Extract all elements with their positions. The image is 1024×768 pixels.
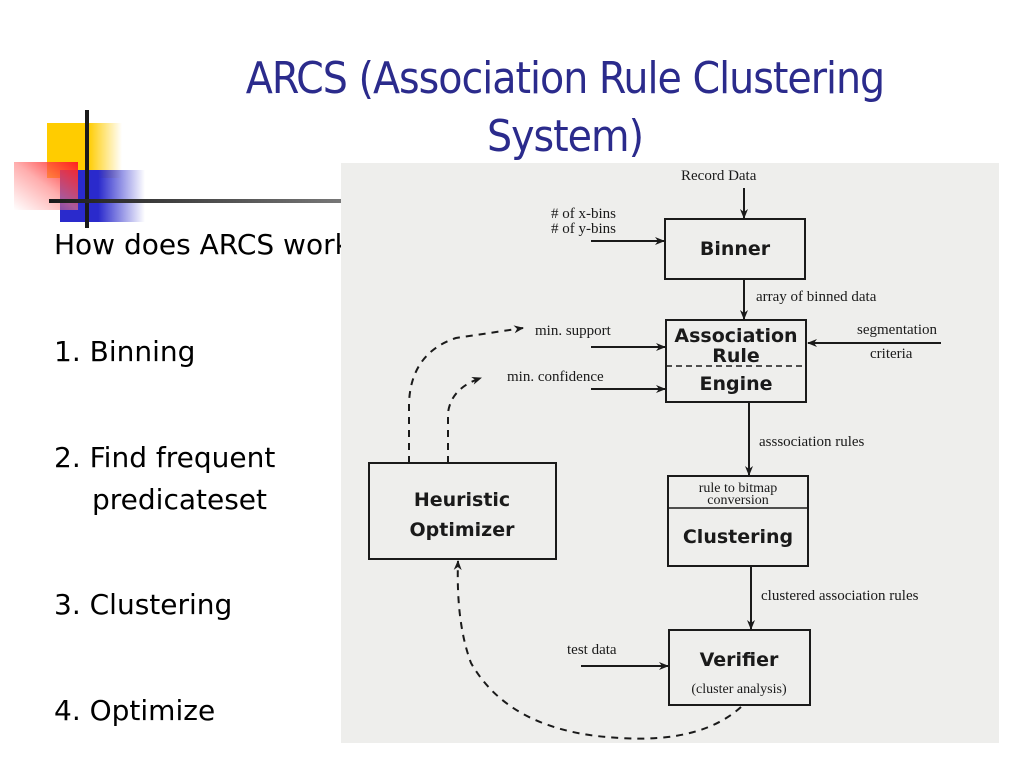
binner-box — [664, 218, 806, 280]
binner-label: Binner — [700, 238, 771, 260]
vertical-line-decoration — [85, 110, 89, 228]
bullet-heading: How does ARCS work? — [54, 228, 366, 261]
segmentation-label: segmentation — [857, 322, 937, 338]
conversion-label: conversion — [707, 493, 768, 508]
bullet-item: 1. Binning — [54, 335, 196, 368]
min-confidence-label: min. confidence — [507, 369, 604, 385]
verifier-label: Verifier — [700, 649, 779, 671]
feedback-arrow-min-support — [408, 325, 524, 463]
heuristic-label: Heuristic — [414, 489, 510, 511]
verifier-box — [668, 629, 811, 706]
rule-label: Rule — [712, 345, 760, 367]
heuristic-optimizer-box — [368, 462, 557, 560]
association-rules-label: asssociation rules — [759, 434, 865, 450]
slide-title-line-2: System) — [486, 111, 644, 162]
clustering-label: Clustering — [683, 526, 793, 548]
x-bins-label: # of x-bins — [551, 206, 616, 222]
clustering-box — [667, 475, 809, 567]
engine-label: Engine — [699, 373, 772, 395]
bullet-item: 3. Clustering — [54, 588, 233, 621]
feedback-arrow-verifier-to-optimizer — [453, 560, 742, 740]
cluster-analysis-label: (cluster analysis) — [691, 682, 787, 697]
y-bins-label: # of y-bins — [551, 221, 616, 237]
test-data-label: test data — [567, 642, 617, 658]
binned-data-label: array of binned data — [756, 289, 877, 305]
feedback-arrow-min-confidence — [447, 377, 482, 463]
record-data-label: Record Data — [681, 168, 757, 184]
min-support-label: min. support — [535, 323, 612, 339]
slide-title: ARCS (Association Rule Clustering System… — [150, 50, 980, 166]
horizontal-rule-decoration — [49, 199, 341, 203]
association-label: Association — [674, 325, 797, 347]
bullet-item: 2. Find frequent — [54, 441, 276, 474]
rule-to-bitmap-label: rule to bitmap — [699, 481, 778, 496]
arcs-diagram: Record Data # of x-bins # of y-bins Binn… — [341, 163, 999, 743]
bullet-item-continuation: predicateset — [92, 483, 267, 516]
slide-title-line-1: ARCS (Association Rule Clustering — [245, 53, 885, 104]
association-rule-engine-box — [665, 319, 807, 403]
bullet-item: 4. Optimize — [54, 694, 216, 727]
arcs-flow-svg: Record Data # of x-bins # of y-bins Binn… — [368, 168, 941, 740]
clustered-rules-label: clustered association rules — [761, 588, 919, 604]
criteria-label: criteria — [870, 346, 913, 362]
optimizer-label: Optimizer — [410, 519, 516, 541]
